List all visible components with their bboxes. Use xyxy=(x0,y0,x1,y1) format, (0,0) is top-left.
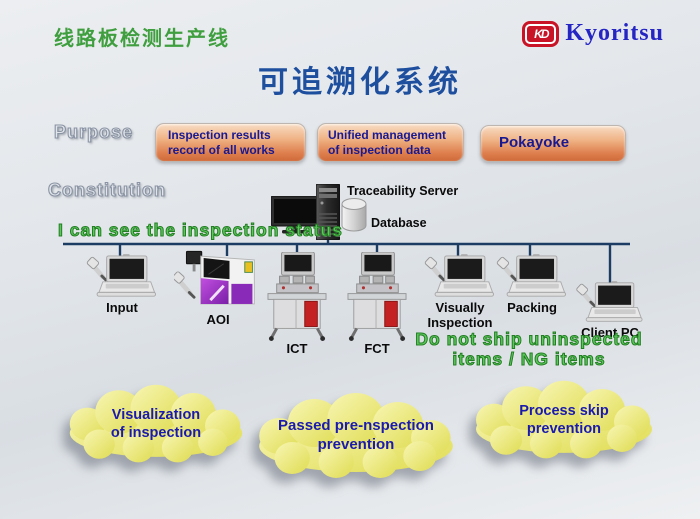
laptop-with-scanner-icon xyxy=(86,254,158,300)
cloud-shape-icon xyxy=(259,393,453,478)
laptop-with-scanner-icon xyxy=(574,281,646,325)
database-cylinder-icon xyxy=(341,198,367,232)
device-label: AOI xyxy=(206,312,230,327)
traceability-server-label: Traceability Server xyxy=(347,184,459,198)
cloud-process-skip: Process skip prevention xyxy=(464,378,664,462)
purpose-button-pokayoke: Pokayoke xyxy=(480,125,626,162)
device-visually-inspection: Visually Inspection xyxy=(422,254,498,331)
cloud-text: Passed pre-nspection prevention xyxy=(278,417,434,453)
kyoritsu-logo: KD Kyoritsu xyxy=(522,20,664,47)
purpose-label: Purpose xyxy=(53,121,134,142)
aoi-machine-icon xyxy=(174,250,262,312)
device-label: Input xyxy=(106,300,138,315)
kd-badge-text: KD xyxy=(525,23,557,44)
device-aoi: AOI xyxy=(174,250,262,328)
test-station-icon xyxy=(266,252,328,341)
laptop-with-scanner-icon xyxy=(496,254,568,300)
cloud-text: Process skip prevention xyxy=(519,402,609,437)
device-input: Input xyxy=(84,254,160,316)
device-label: Client PC xyxy=(581,325,639,340)
purpose-button-inspection-results: Inspection results record of all works xyxy=(155,123,306,162)
laptop-with-scanner-icon xyxy=(424,254,496,300)
device-label: Visually Inspection xyxy=(427,300,493,330)
device-client-pc: Client PC xyxy=(572,281,648,341)
page-subtitle: 线路板检测生产线 xyxy=(54,28,230,50)
cloud-shape-icon xyxy=(69,384,243,463)
database-label: Database xyxy=(371,216,427,230)
cloud-visualization: Visualization of inspection xyxy=(58,382,254,466)
device-fct: FCT xyxy=(346,252,408,357)
kd-badge-icon: KD xyxy=(522,20,560,47)
device-label: FCT xyxy=(364,341,390,356)
ship-note: Do not ship uninspected items / NG items xyxy=(415,328,643,370)
page-title: 可追溯化系统 xyxy=(258,66,462,99)
purpose-button-unified-management: Unified management of inspection data xyxy=(317,123,464,162)
device-ict: ICT xyxy=(266,252,328,357)
status-note: I can see the inspection status xyxy=(58,220,343,241)
test-station-icon xyxy=(346,252,408,341)
device-packing: Packing xyxy=(494,254,570,316)
logo-wordmark: Kyoritsu xyxy=(565,20,664,46)
cloud-text: Visualization of inspection xyxy=(110,406,202,441)
device-label: Packing xyxy=(507,300,557,315)
constitution-label: Constitution xyxy=(47,179,166,200)
cloud-passed-prevention: Passed pre-nspection prevention xyxy=(246,390,466,482)
device-label: ICT xyxy=(286,341,308,356)
cloud-shape-icon xyxy=(476,380,652,459)
